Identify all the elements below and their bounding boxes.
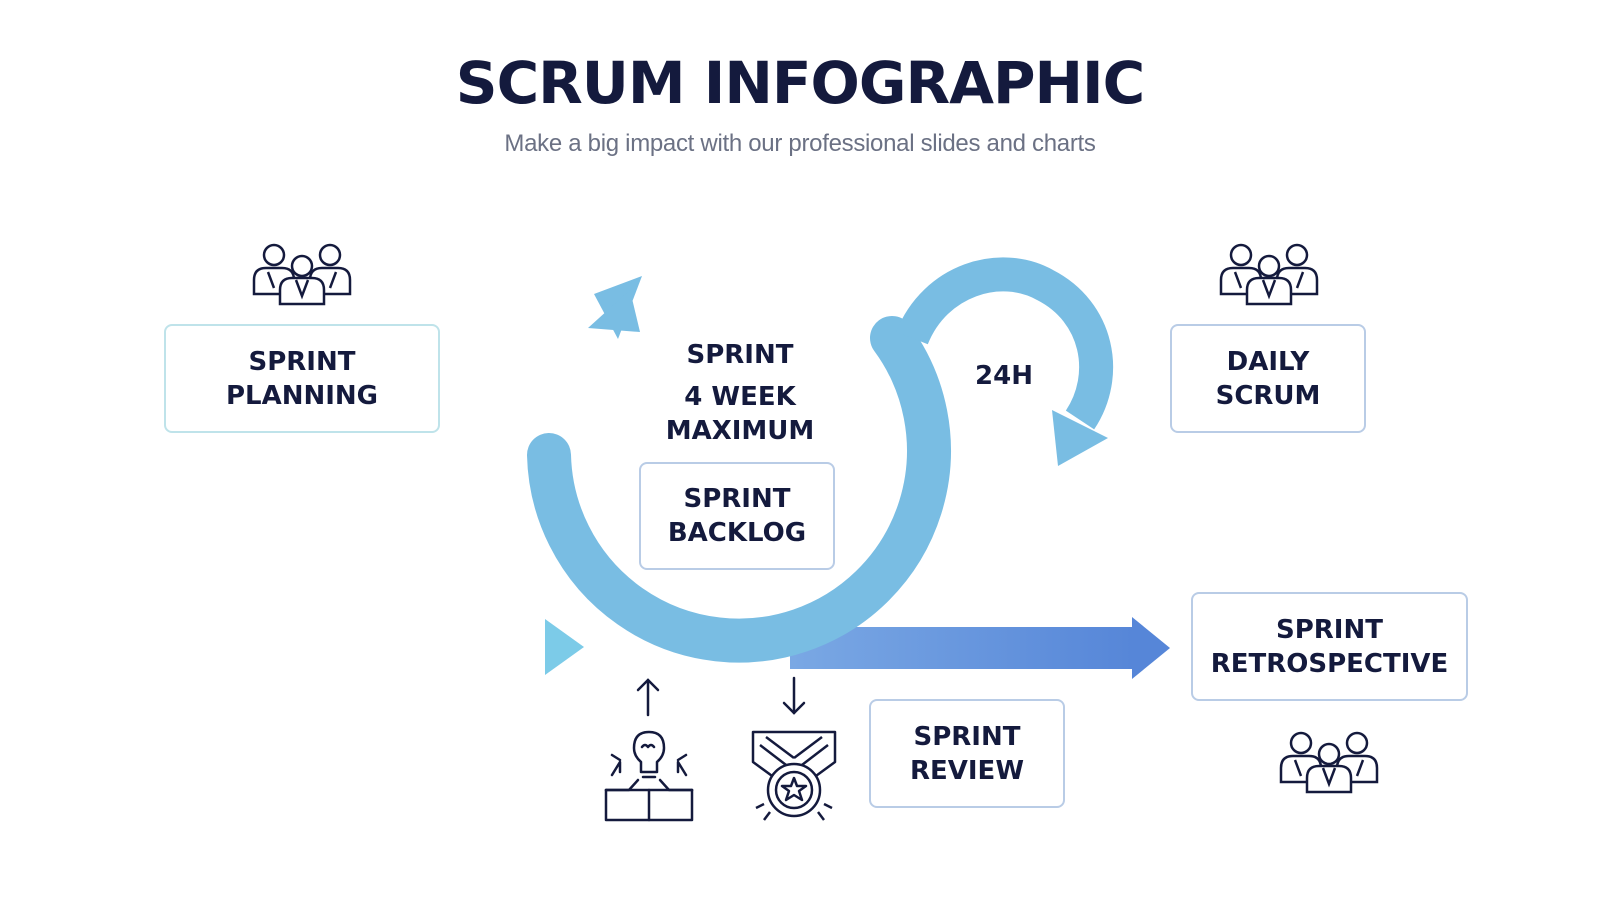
- sprint-backlog-box: SPRINT BACKLOG: [639, 462, 835, 570]
- sprint-label: SPRINT: [686, 340, 794, 370]
- team-icon: [252, 243, 352, 306]
- daily-scrum-box: DAILY SCRUM: [1170, 324, 1366, 433]
- daily-loop-arrow: [896, 257, 1114, 466]
- sprint-planning-box: SPRINT PLANNING: [164, 324, 440, 433]
- idea-box-icon: [604, 730, 694, 822]
- medal-icon: [751, 730, 837, 821]
- input-flow-arrow: [135, 619, 584, 675]
- team-icon: [1279, 731, 1379, 794]
- output-flow-arrow: [790, 617, 1170, 679]
- daily-loop-label: 24H: [975, 361, 1033, 391]
- page-title: SCRUM INFOGRAPHIC: [455, 49, 1145, 117]
- page-subtitle: Make a big impact with our professional …: [504, 130, 1096, 157]
- sprint-review-box: SPRINT REVIEW: [869, 699, 1065, 808]
- arrow-down-icon: [782, 676, 806, 715]
- sprint-retrospective-box: SPRINT RETROSPECTIVE: [1191, 592, 1468, 701]
- duration-label: 4 WEEK MAXIMUM: [665, 382, 815, 446]
- sprint-cycle-arrow: [527, 276, 951, 663]
- arrow-up-icon: [636, 678, 660, 717]
- team-icon: [1219, 243, 1319, 306]
